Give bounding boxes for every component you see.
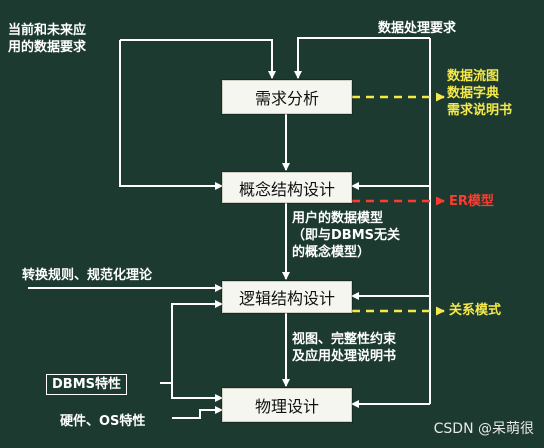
edge-dbms-to-physical bbox=[171, 383, 223, 402]
logical-design-box: 逻辑结构设计 bbox=[222, 281, 352, 313]
input-current-future-app: 当前和未来应 用的数据要求 bbox=[8, 23, 87, 55]
edge-hw-to-physical bbox=[172, 406, 223, 419]
output-relational-schema: 关系模式 bbox=[449, 303, 502, 318]
edge-dbms-to-logical bbox=[160, 300, 223, 384]
watermark-text: CSDN @呆萌很 bbox=[433, 421, 534, 437]
input-hardware-os: 硬件、OS特性 bbox=[60, 414, 146, 429]
edge-app-reqs-to-conceptual bbox=[119, 40, 223, 190]
input-data-processing: 数据处理要求 bbox=[378, 21, 457, 36]
physical-design-label: 物理设计 bbox=[254, 397, 319, 416]
physical-design-box: 物理设计 bbox=[222, 388, 352, 422]
edge-processing-to-analysis bbox=[294, 37, 430, 79]
edge-app-reqs-to-analysis bbox=[120, 39, 276, 79]
edge-label-views-constraints: 视图、完整性约束 及应用处理说明书 bbox=[292, 332, 397, 364]
requirements-analysis-label: 需求分析 bbox=[254, 89, 319, 108]
output-requirement-docs: 数据流图 数据字典 需求说明书 bbox=[447, 69, 513, 118]
logical-design-label: 逻辑结构设计 bbox=[238, 289, 335, 308]
requirements-analysis-box: 需求分析 bbox=[222, 80, 352, 114]
edge-label-user-data-model: 用户的数据模型 （即与DBMS无关 的概念模型） bbox=[292, 211, 400, 260]
conceptual-design-box: 概念结构设计 bbox=[222, 172, 352, 203]
input-dbms-features: DBMS特性 bbox=[46, 374, 127, 395]
input-conversion-rules: 转换规则、规范化理论 bbox=[22, 268, 153, 283]
conceptual-design-label: 概念结构设计 bbox=[238, 179, 335, 199]
output-er-model: ER模型 bbox=[449, 194, 494, 209]
